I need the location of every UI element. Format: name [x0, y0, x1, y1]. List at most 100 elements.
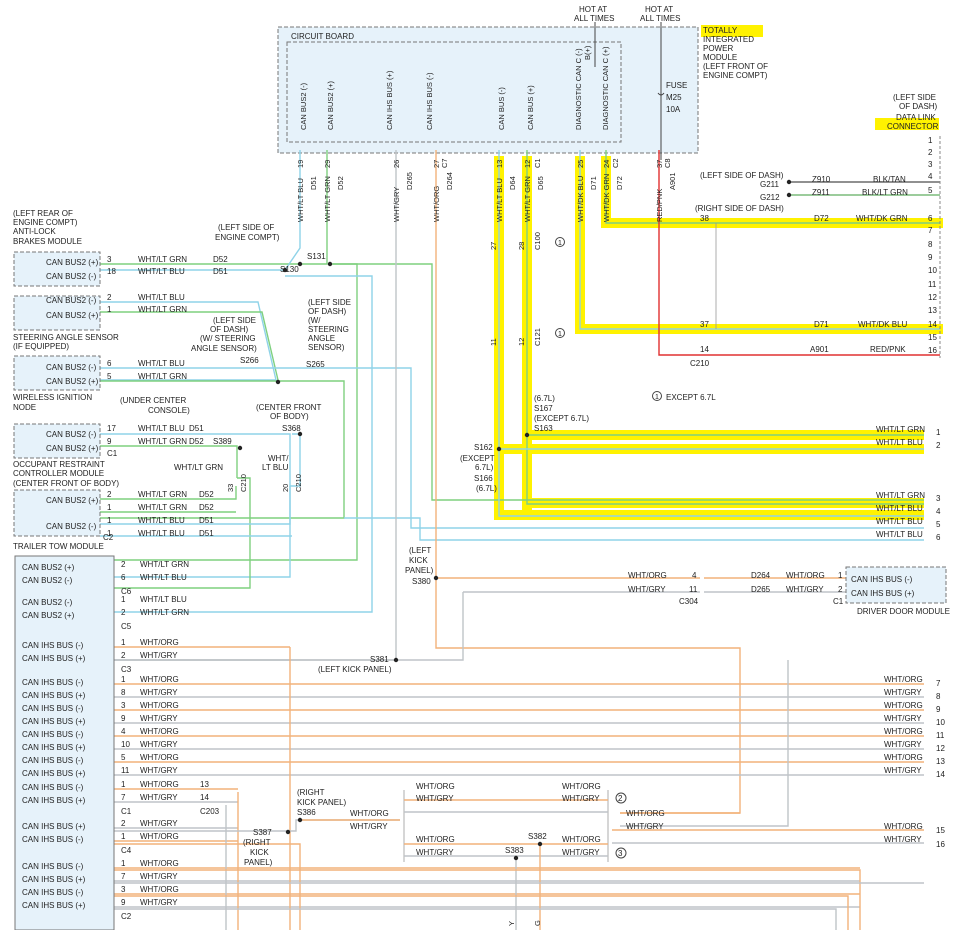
ttm-circ-1: D52: [199, 490, 214, 499]
c210-b-label: C210: [294, 474, 303, 492]
s368-label: S368: [282, 424, 301, 433]
num-33: 33: [226, 484, 235, 492]
s389-label: S389: [213, 437, 232, 446]
tipm-module: CIRCUIT BOARD TOTALLY INTEGRATED POWER M…: [277, 5, 768, 160]
body-wire-5-0: WHT/GRY: [140, 819, 178, 828]
body-pin-2-1: CAN IHS BUS (+): [22, 654, 86, 663]
right-bus-num-3: 3: [936, 494, 941, 503]
abs-circ-1: D52: [213, 255, 228, 264]
wht-dk-grn-label: WHT/DK GRN: [856, 214, 908, 223]
body-rnum-3: 10: [936, 718, 945, 727]
body-num-3-4: 4: [121, 727, 126, 736]
s265-note-2: OF DASH): [308, 307, 347, 316]
splice-dot-11: [513, 855, 519, 861]
wire-ttm-grn: [100, 486, 237, 500]
dlc-title-4: CONNECTOR: [887, 122, 939, 131]
body-pin-1-1: CAN BUS2 (+): [22, 611, 75, 620]
sas-title-1: STEERING ANGLE SENSOR: [13, 333, 119, 342]
s380-note-3: PANEL): [405, 566, 434, 575]
ttm-num-3: 1: [107, 516, 112, 525]
body-wire-6-3: WHT/GRY: [140, 898, 178, 907]
tipm-pin-num-3: 27: [432, 160, 441, 168]
s131-note-2: ENGINE COMPT): [215, 233, 280, 242]
right-bus-wire-1: WHT/LT GRN: [876, 425, 925, 434]
hot-at-all-times-b-2: ALL TIMES: [640, 14, 680, 23]
ddm-circ-2: D265: [751, 585, 771, 594]
body-rwire-2: WHT/ORG: [884, 701, 923, 710]
s265-note-3: (W/: [308, 316, 321, 325]
mid-opt3-org-l: WHT/ORG: [416, 835, 455, 844]
ddm-wire-3: WHT/ORG: [786, 571, 825, 580]
body-conn-5: C4: [121, 846, 132, 855]
body-num-0-1: 6: [121, 573, 126, 582]
tipm-pin-wire-3: WHT/ORG: [432, 186, 441, 222]
s387-label: S387: [253, 828, 272, 837]
s162-1: S162: [474, 443, 493, 452]
abs-num-2: 18: [107, 267, 116, 276]
wire-c2-gry2: [114, 908, 837, 930]
tipm-pin-num-6: 25: [576, 160, 585, 168]
s167-1: (6.7L): [534, 394, 555, 403]
tipm-pin-wire-8: RED/PNK: [655, 189, 664, 222]
tipm-pin-num-8: 37: [655, 160, 664, 168]
blk-tan-label: BLK/TAN: [873, 175, 906, 184]
splice-dot-0: [327, 261, 333, 267]
orc-num-2: 9: [107, 437, 112, 446]
c210-a-label: C210: [239, 474, 248, 492]
body-wire-5-1: WHT/ORG: [140, 832, 179, 841]
dlc-pin-6: 6: [928, 214, 933, 223]
pin-can-ihs-bus-plus: CAN IHS BUS (+): [385, 70, 394, 130]
dlc-pin-10: 10: [928, 266, 937, 275]
sas-num-1: 2: [107, 293, 112, 302]
wht-dk-blu-label: WHT/DK BLU: [858, 320, 908, 329]
body-cname-4: C203: [200, 807, 220, 816]
ddm-wire-4: WHT/GRY: [786, 585, 824, 594]
mid-386-gry: WHT/GRY: [350, 822, 388, 831]
tipm-pin-num-0: 19: [296, 160, 305, 168]
splice-dot-2: [275, 379, 281, 385]
win-module-box: [13, 355, 101, 391]
red-pnk-label: RED/PNK: [870, 345, 906, 354]
body-num-2-1: 2: [121, 651, 126, 660]
body-pin-0-1: CAN BUS2 (-): [22, 576, 73, 585]
s381-label: S381: [370, 655, 389, 664]
dlc-pin-1: 1: [928, 136, 933, 145]
body-num-6-1: 7: [121, 872, 126, 881]
body-pin-2-0: CAN IHS BUS (-): [22, 641, 84, 650]
right-bus-num-5: 5: [936, 520, 941, 529]
s380-note-2: KICK: [409, 556, 428, 565]
wire-c4-org: [114, 843, 301, 930]
data-link-connector: (LEFT SIDE OF DASH) DATA LINK CONNECTOR …: [690, 93, 941, 368]
right-bus-wire-4: WHT/LT BLU: [876, 504, 923, 513]
ddm-num-1: 1: [838, 571, 843, 580]
ddm-pin-2: CAN IHS BUS (+): [851, 589, 915, 598]
body-rnum-4: 11: [936, 731, 945, 740]
ddm-num-2: 2: [838, 585, 843, 594]
tipm-title-4: MODULE: [703, 53, 737, 62]
tipm-conn-c7: C7: [440, 158, 449, 168]
body-pin-3-1: CAN IHS BUS (+): [22, 691, 86, 700]
splice-dot-10: [537, 841, 543, 847]
mid-opt3-org-r: WHT/ORG: [562, 835, 601, 844]
s162-2: (EXCEPT: [460, 454, 495, 463]
pin-14-label: 14: [700, 345, 709, 354]
dlc-pin-2: 2: [928, 148, 933, 157]
tipm-title-2: INTEGRATED: [703, 35, 754, 44]
s386-note-2: KICK PANEL): [297, 798, 347, 807]
left-modules: (LEFT REAR OF ENGINE COMPT) ANTI-LOCK BR…: [13, 209, 228, 551]
ttm-num-2: 1: [107, 503, 112, 512]
dlc-title-1: (LEFT SIDE: [893, 93, 936, 102]
ttm-wire-4: WHT/LT BLU: [138, 529, 185, 538]
wire-canbus-plus: [526, 150, 924, 505]
dlc-title-3: DATA LINK: [896, 113, 936, 122]
body-pin-4-1: CAN IHS BUS (+): [22, 796, 86, 805]
body-wire-4-0: WHT/ORG: [140, 780, 179, 789]
body-rwire-6: WHT/ORG: [884, 753, 923, 762]
abs-title-4: BRAKES MODULE: [13, 237, 82, 246]
g211-dot: [786, 179, 792, 185]
ttm-conn: C2: [103, 533, 114, 542]
tipm-pin-wire-4: WHT/LT BLU: [495, 178, 504, 222]
body-num-3-7: 11: [121, 766, 130, 775]
wire-abs-blu: [100, 150, 301, 271]
tipm-conn-c2: C2: [611, 158, 620, 168]
